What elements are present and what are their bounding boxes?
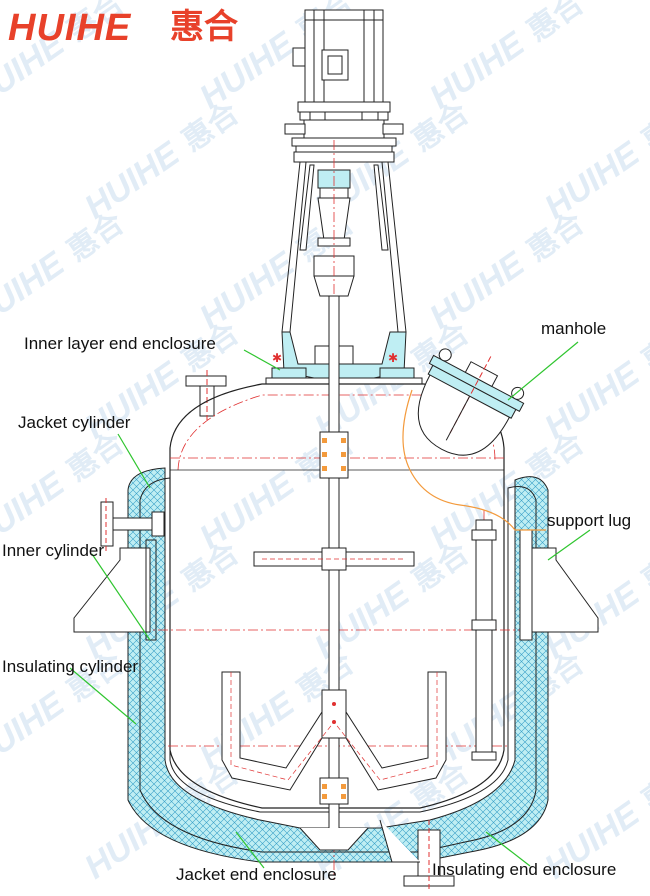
label-inner-cylinder: Inner cylinder <box>2 541 104 560</box>
watermark-cjk-text: 惠合 <box>61 206 130 269</box>
svg-text:✱: ✱ <box>388 351 398 365</box>
label-insulating-cylinder: Insulating cylinder <box>2 657 138 676</box>
logo-text: HUIHE <box>8 7 132 49</box>
cutaway-edge <box>402 389 546 531</box>
watermark-text: HUIHE <box>193 244 303 337</box>
watermark-text: HUIHE <box>0 684 72 777</box>
label-insulating-end-enclosure: Insulating end enclosure <box>432 860 616 879</box>
watermark-text: HUIHE <box>423 244 533 337</box>
watermark-cjk-text: 惠合 <box>61 646 130 709</box>
watermark-cjk-text: 惠合 <box>406 96 475 159</box>
watermark-cjk-text: 惠合 <box>636 316 650 379</box>
label-support-lug: support lug <box>547 511 631 530</box>
jacket-nozzle <box>100 498 165 552</box>
watermark-cjk-text: 惠合 <box>636 536 650 599</box>
watermark-cjk-text: 惠合 <box>176 96 245 159</box>
watermark-text: HUIHE <box>423 24 533 117</box>
motor <box>284 9 404 163</box>
label-manhole: manhole <box>541 319 606 338</box>
support-frame <box>281 161 407 365</box>
watermark-text: HUIHE <box>538 134 648 227</box>
agitator <box>221 295 447 837</box>
callout-labels: Inner layer end enclosure manhole Jacket… <box>2 319 631 884</box>
manhole <box>417 348 525 456</box>
watermark-cjk-text: 惠合 <box>176 536 245 599</box>
watermark-text: HUIHE <box>78 134 188 227</box>
brand-logo: HUIHE 惠合 <box>8 7 238 49</box>
watermark-cjk-text: 惠合 <box>521 206 590 269</box>
leader-lines <box>69 341 591 869</box>
watermark-text: HUIHE <box>78 354 188 447</box>
watermark-cjk-text: 惠合 <box>61 426 130 489</box>
logo-cjk-text: 惠合 <box>170 7 238 47</box>
label-jacket-end-enclosure: Jacket end enclosure <box>176 865 337 884</box>
watermark-cjk-text: 惠合 <box>521 0 590 49</box>
right-tube <box>471 519 497 761</box>
label-inner-layer-end-enclosure: Inner layer end enclosure <box>24 334 216 353</box>
watermark-text: HUIHE <box>193 464 303 557</box>
label-jacket-cylinder: Jacket cylinder <box>18 413 131 432</box>
svg-text:✱: ✱ <box>272 351 282 365</box>
insulation-layer <box>127 467 549 863</box>
top-flange: ✱ ✱ <box>265 331 423 385</box>
watermark-cjk-text: 惠合 <box>406 536 475 599</box>
bottom-outlet <box>299 819 455 892</box>
watermark-cjk-text: 惠合 <box>636 756 650 819</box>
watermark-cjk-text: 惠合 <box>636 96 650 159</box>
watermark-text: HUIHE <box>308 574 418 667</box>
watermark-text: HUIHE <box>538 354 648 447</box>
watermark-text: HUIHE <box>0 244 72 337</box>
inner-vessel <box>169 383 505 809</box>
jacket-wall <box>139 477 537 853</box>
